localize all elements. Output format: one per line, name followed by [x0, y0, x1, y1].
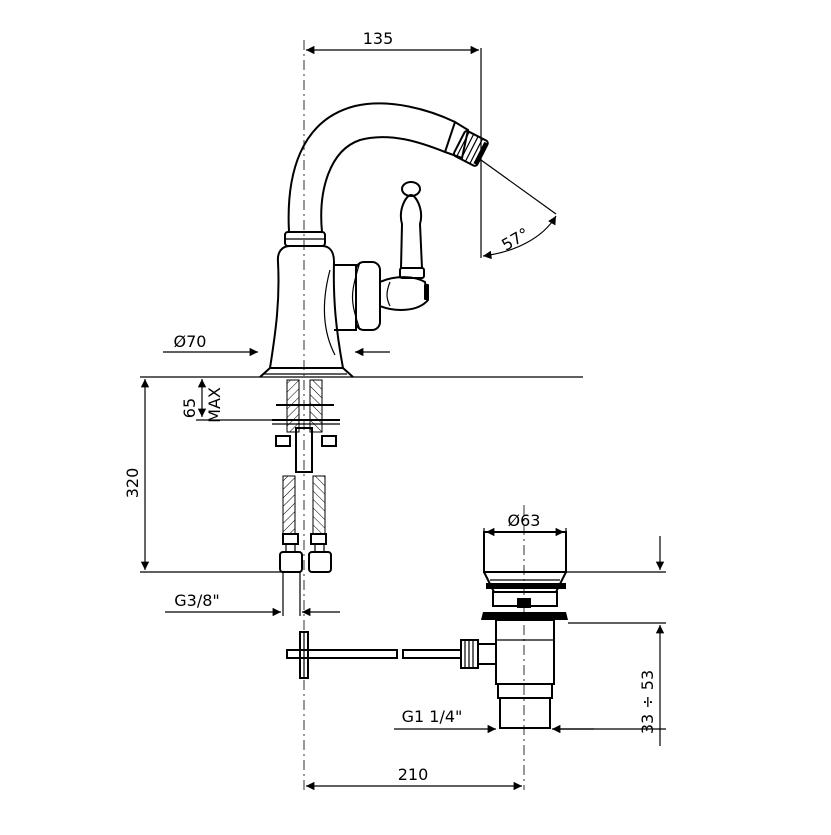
dim-label-dia-63: Ø63	[508, 511, 541, 530]
dim-label-65: 65	[180, 398, 199, 418]
popup-waste	[481, 531, 568, 729]
dimension-320: 320	[123, 379, 300, 573]
dimension-210: 210	[306, 765, 522, 791]
dim-label-57: 57°	[498, 224, 532, 255]
dimension-dia-63: Ø63	[483, 511, 567, 538]
dimension-135: 135	[306, 29, 482, 258]
dim-label-135: 135	[363, 29, 394, 48]
dim-label-max: MAX	[205, 387, 224, 423]
dimension-g38: G3/8"	[165, 572, 340, 617]
dim-label-210: 210	[398, 765, 429, 784]
dim-label-dia-70: Ø70	[174, 332, 207, 351]
dimension-g114: G1 1/4"	[394, 707, 594, 734]
mounting-assembly	[272, 379, 340, 573]
dim-label-320: 320	[123, 468, 142, 499]
dim-label-g38: G3/8"	[174, 591, 220, 610]
dimension-65-max: 65 MAX	[180, 379, 275, 423]
dimension-33-53: 33 ÷ 53	[557, 536, 666, 746]
popup-rod	[286, 631, 497, 679]
dim-label-g114: G1 1/4"	[402, 707, 463, 726]
dimension-57-angle: 57°	[480, 159, 557, 260]
dim-label-33-53: 33 ÷ 53	[638, 670, 657, 734]
faucet-body	[259, 102, 489, 378]
center-axes	[303, 40, 525, 790]
dimension-dia-70: Ø70	[163, 332, 390, 357]
